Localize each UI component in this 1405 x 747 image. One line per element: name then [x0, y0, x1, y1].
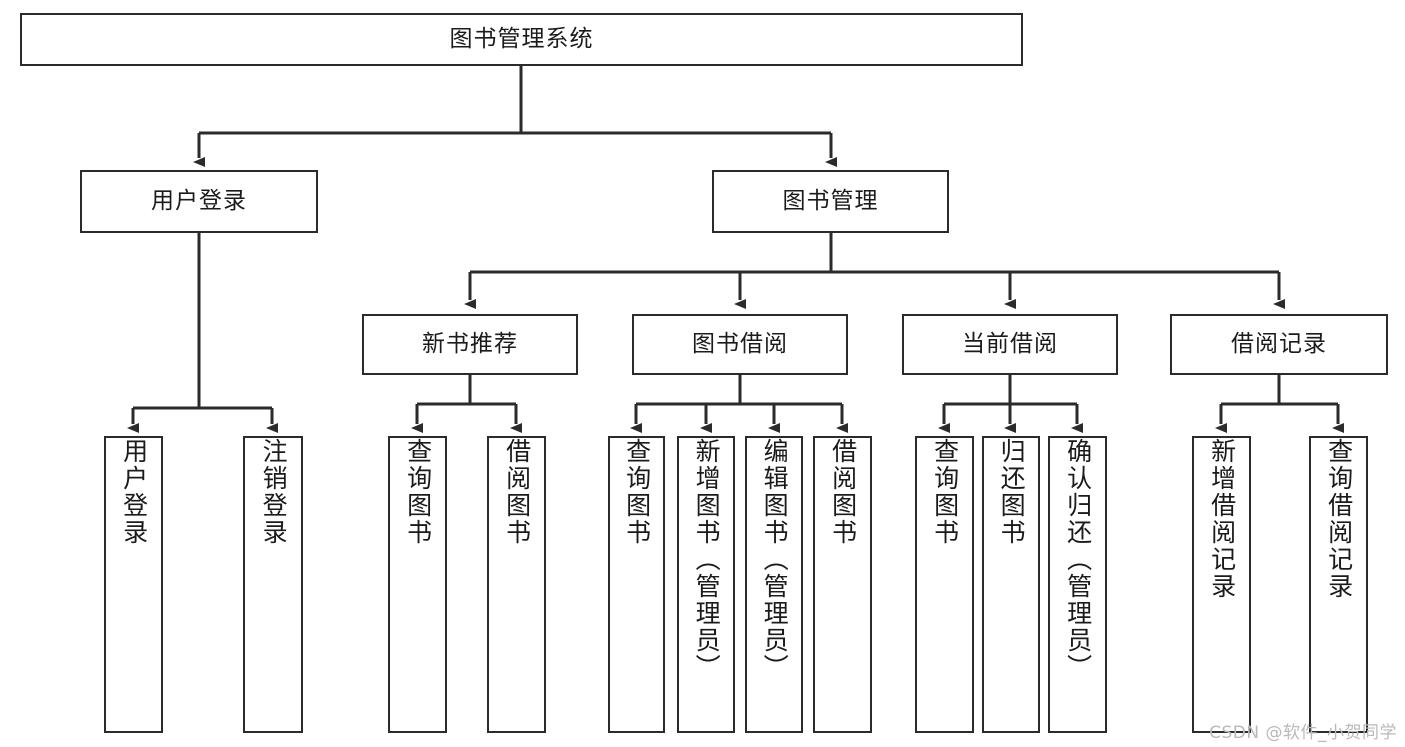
node-label: 新增借阅记录 [1207, 438, 1237, 600]
node-borrow-record[interactable]: 借阅记录 [1170, 314, 1388, 375]
leaf-book-borrow-borrow-book[interactable]: 借阅图书 [813, 436, 872, 733]
node-label: 当前借阅 [962, 331, 1058, 358]
node-label: 新增图书（管理员） [692, 438, 722, 681]
node-label: 用户登录 [151, 188, 247, 215]
node-label: 编辑图书（管理员） [760, 438, 790, 681]
node-label: 归还图书 [997, 438, 1027, 546]
leaf-new-book-borrow-book[interactable]: 借阅图书 [487, 436, 546, 733]
node-label: 图书管理 [782, 188, 879, 215]
node-label: 借阅图书 [502, 438, 532, 546]
leaf-user-login-login[interactable]: 用户登录 [104, 436, 163, 733]
node-label: 用户登录 [119, 438, 149, 546]
node-new-book-recommend[interactable]: 新书推荐 [362, 314, 578, 375]
leaf-current-borrow-confirm-return-admin[interactable]: 确认归还（管理员） [1048, 436, 1107, 733]
node-current-borrow[interactable]: 当前借阅 [902, 314, 1118, 375]
node-label: 查询图书 [403, 438, 433, 546]
node-label: 图书管理系统 [449, 26, 594, 53]
node-label: 新书推荐 [422, 331, 518, 358]
node-root-book-management-system[interactable]: 图书管理系统 [20, 13, 1023, 66]
node-label: 借阅记录 [1231, 331, 1327, 358]
node-label: 注销登录 [259, 438, 289, 546]
leaf-book-borrow-add-book-admin[interactable]: 新增图书（管理员） [677, 436, 735, 733]
csdn-watermark: CSDN @软件_小贺同学 [1209, 723, 1397, 743]
leaf-user-login-logout[interactable]: 注销登录 [243, 436, 303, 733]
leaf-current-borrow-query-book[interactable]: 查询图书 [915, 436, 974, 733]
node-label: 查询图书 [930, 438, 960, 546]
node-book-borrow[interactable]: 图书借阅 [632, 314, 848, 375]
node-label: 查询图书 [622, 438, 652, 546]
leaf-book-borrow-query-book[interactable]: 查询图书 [608, 436, 665, 733]
node-user-login[interactable]: 用户登录 [80, 170, 318, 233]
node-label: 确认归还（管理员） [1063, 438, 1093, 681]
node-label: 图书借阅 [692, 331, 788, 358]
node-label: 查询借阅记录 [1324, 438, 1354, 600]
leaf-new-book-query-book[interactable]: 查询图书 [388, 436, 447, 733]
node-label: 借阅图书 [828, 438, 858, 546]
leaf-book-borrow-edit-book-admin[interactable]: 编辑图书（管理员） [745, 436, 803, 733]
leaf-current-borrow-return-book[interactable]: 归还图书 [982, 436, 1040, 733]
node-book-management[interactable]: 图书管理 [712, 170, 949, 233]
leaf-borrow-record-add-record[interactable]: 新增借阅记录 [1192, 436, 1251, 733]
leaf-borrow-record-query-record[interactable]: 查询借阅记录 [1309, 436, 1368, 733]
